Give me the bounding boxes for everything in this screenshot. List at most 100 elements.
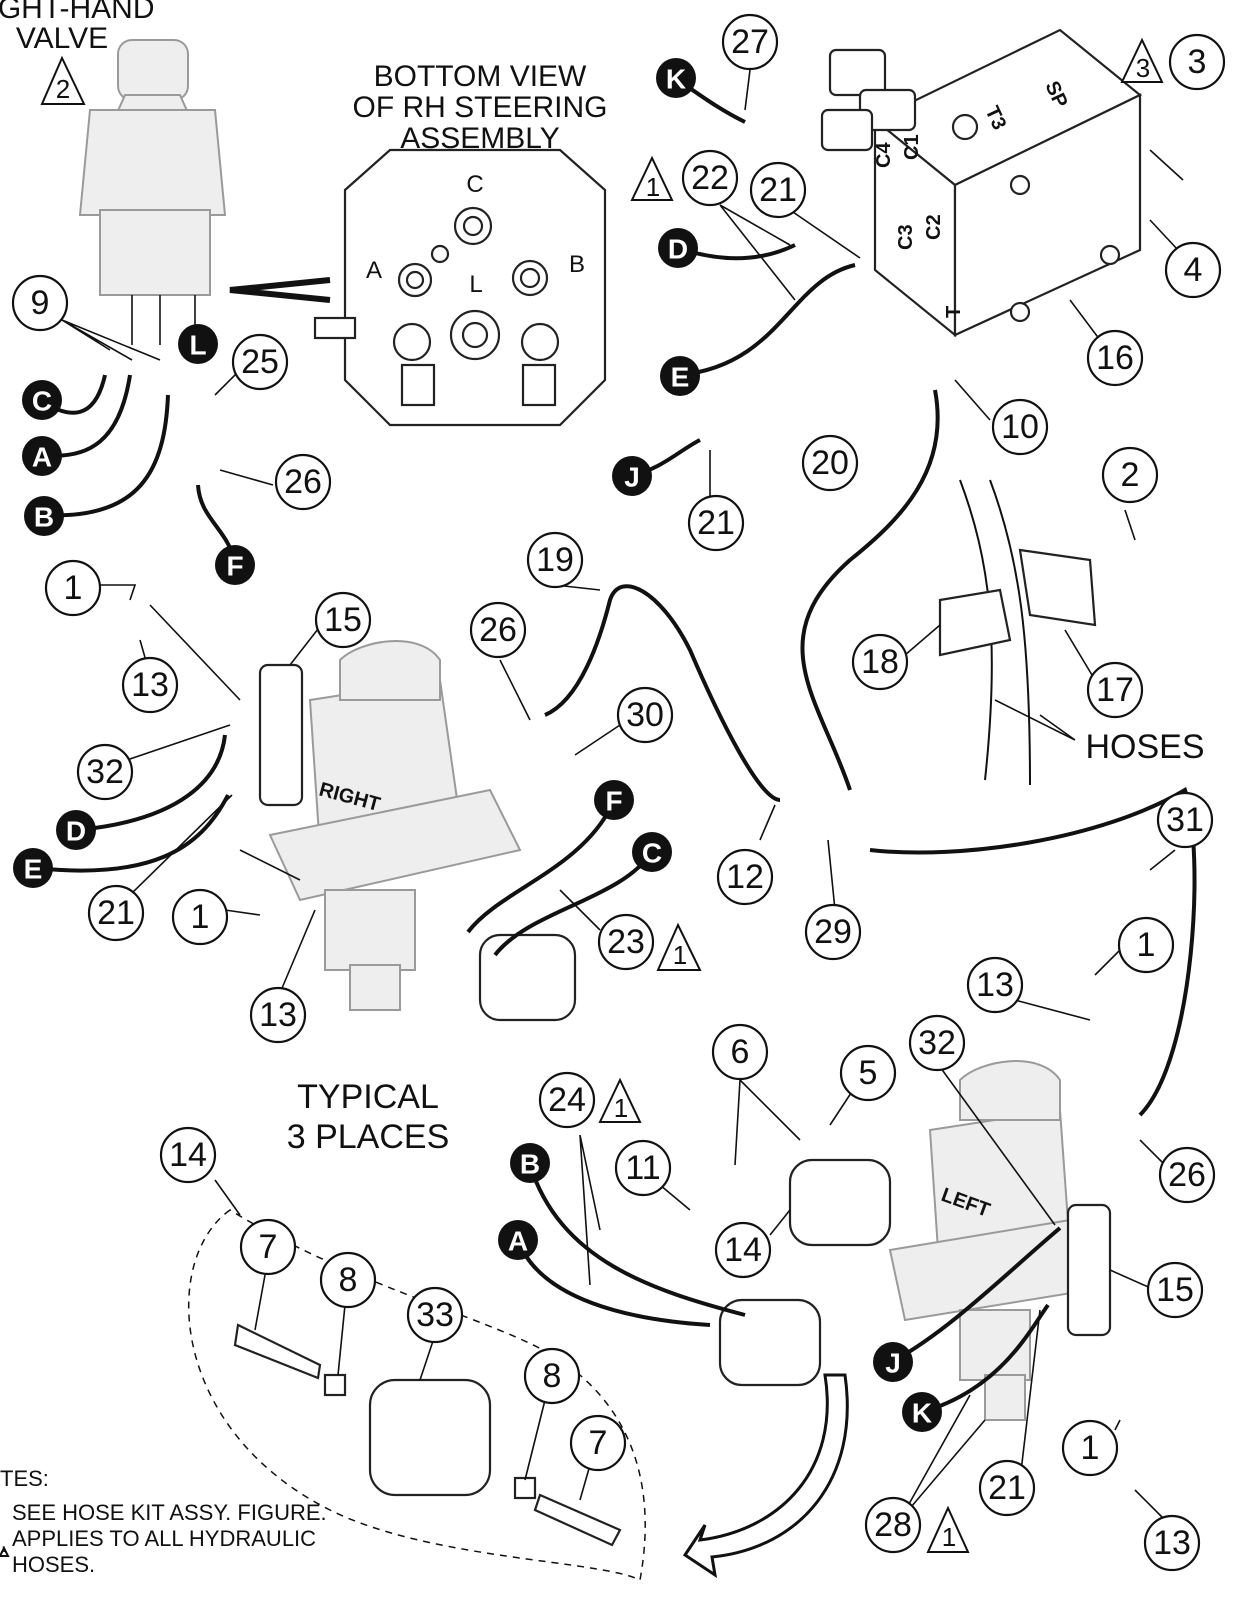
svg-text:K: K bbox=[912, 1398, 932, 1429]
typical-line1: TYPICAL bbox=[297, 1078, 439, 1116]
svg-text:3: 3 bbox=[1188, 43, 1207, 81]
callout-15: 15 bbox=[1146, 1261, 1204, 1319]
callout-23: 23 bbox=[597, 913, 655, 971]
note-1c: HOSES. bbox=[12, 1552, 95, 1577]
svg-text:17: 17 bbox=[1096, 671, 1134, 709]
svg-text:33: 33 bbox=[416, 1296, 454, 1334]
svg-text:E: E bbox=[671, 362, 690, 393]
hose-clamp bbox=[938, 479, 1097, 786]
svg-text:1: 1 bbox=[942, 1522, 956, 1552]
callout-7: 7 bbox=[569, 1414, 627, 1472]
svg-text:13: 13 bbox=[976, 966, 1014, 1004]
valve-title-line2: VALVE bbox=[16, 22, 108, 55]
svg-text:C: C bbox=[32, 386, 52, 417]
callout-6: 6 bbox=[711, 1023, 769, 1081]
note-flag: 3 bbox=[1120, 37, 1164, 83]
valve-block bbox=[820, 28, 1143, 338]
svg-text:1: 1 bbox=[2, 1545, 7, 1554]
svg-text:K: K bbox=[666, 64, 686, 95]
connector-d: D bbox=[658, 228, 698, 268]
svg-text:J: J bbox=[885, 1348, 901, 1379]
svg-text:14: 14 bbox=[169, 1136, 207, 1174]
connector-a: A bbox=[22, 436, 62, 476]
notes-title: TES: bbox=[0, 1466, 49, 1491]
bottom-view-title-line2: OF RH STEERING bbox=[352, 91, 607, 124]
callout-26: 26 bbox=[469, 601, 527, 659]
bottom-view-title-line3: ASSEMBLY bbox=[400, 122, 560, 155]
bottom-view-title-line1: BOTTOM VIEW bbox=[374, 60, 587, 93]
note-flag: 2 bbox=[40, 55, 86, 105]
connector-k: K bbox=[902, 1392, 942, 1432]
callout-18: 18 bbox=[851, 633, 909, 691]
svg-text:1: 1 bbox=[673, 940, 687, 970]
svg-text:10: 10 bbox=[1001, 408, 1039, 446]
callout-26: 26 bbox=[274, 453, 332, 511]
block-port-c3: C3 bbox=[895, 224, 917, 250]
svg-text:1: 1 bbox=[191, 898, 210, 936]
callout-28: 28 bbox=[864, 1496, 922, 1554]
svg-text:7: 7 bbox=[589, 1424, 608, 1462]
connector-a: A bbox=[498, 1220, 538, 1260]
svg-text:15: 15 bbox=[324, 601, 362, 639]
callout-8: 8 bbox=[523, 1347, 581, 1405]
connector-k: K bbox=[656, 58, 696, 98]
svg-text:13: 13 bbox=[131, 666, 169, 704]
svg-text:24: 24 bbox=[548, 1081, 586, 1119]
connector-f: F bbox=[215, 545, 255, 585]
svg-text:11: 11 bbox=[625, 1149, 660, 1187]
connector-j: J bbox=[873, 1342, 913, 1382]
direction-arrow bbox=[229, 277, 331, 303]
svg-text:20: 20 bbox=[811, 444, 849, 482]
connector-e: E bbox=[660, 356, 700, 396]
svg-text:B: B bbox=[34, 502, 54, 533]
callout-21: 21 bbox=[687, 494, 745, 552]
callout-1: 1 bbox=[171, 888, 229, 946]
svg-text:26: 26 bbox=[479, 611, 517, 649]
svg-text:16: 16 bbox=[1096, 339, 1134, 377]
callout-13: 13 bbox=[1143, 1514, 1201, 1572]
callout-20: 20 bbox=[801, 434, 859, 492]
svg-text:12: 12 bbox=[726, 858, 764, 896]
rotation-arrow bbox=[682, 1373, 849, 1579]
svg-text:2: 2 bbox=[56, 74, 70, 104]
callout-30: 30 bbox=[616, 686, 674, 744]
note-flags: 2 3 1 1 1 1 1 bbox=[0, 37, 1164, 1557]
svg-text:26: 26 bbox=[284, 463, 322, 501]
svg-text:29: 29 bbox=[814, 913, 852, 951]
callout-4: 4 bbox=[1164, 241, 1222, 299]
callout-19: 19 bbox=[526, 531, 584, 589]
svg-text:26: 26 bbox=[1168, 1156, 1206, 1194]
svg-text:1: 1 bbox=[1081, 1429, 1100, 1467]
connector-e: E bbox=[13, 848, 53, 888]
svg-text:22: 22 bbox=[691, 159, 729, 197]
callout-9: 9 bbox=[11, 274, 69, 332]
right-hand-valve bbox=[78, 39, 227, 345]
svg-text:21: 21 bbox=[759, 171, 797, 209]
block-port-c4: C4 bbox=[873, 142, 895, 168]
callout-10: 10 bbox=[991, 398, 1049, 456]
svg-text:D: D bbox=[668, 234, 688, 265]
typical-line2: 3 PLACES bbox=[287, 1118, 450, 1156]
note-1: SEE HOSE KIT ASSY. FIGURE. bbox=[12, 1500, 327, 1525]
actuator-assemblies bbox=[233, 933, 892, 1547]
svg-text:13: 13 bbox=[1153, 1524, 1191, 1562]
svg-text:2: 2 bbox=[1121, 456, 1140, 494]
svg-text:32: 32 bbox=[86, 753, 124, 791]
svg-text:1: 1 bbox=[1137, 926, 1156, 964]
connector-l: L bbox=[178, 324, 218, 364]
connector-j: J bbox=[612, 456, 652, 496]
svg-text:23: 23 bbox=[607, 923, 645, 961]
svg-text:4: 4 bbox=[1184, 251, 1203, 289]
svg-text:1: 1 bbox=[614, 1093, 628, 1123]
svg-text:14: 14 bbox=[724, 1231, 762, 1269]
callout-2: 2 bbox=[1101, 446, 1159, 504]
svg-text:E: E bbox=[24, 854, 43, 885]
callout-16: 16 bbox=[1086, 329, 1144, 387]
svg-text:3: 3 bbox=[1136, 53, 1150, 83]
note-flag: 1 bbox=[598, 1077, 642, 1123]
svg-text:25: 25 bbox=[241, 343, 279, 381]
callout-33: 33 bbox=[406, 1286, 464, 1344]
callout-27: 27 bbox=[721, 13, 779, 71]
port-letter-c: C bbox=[466, 171, 483, 198]
svg-text:28: 28 bbox=[874, 1506, 912, 1544]
